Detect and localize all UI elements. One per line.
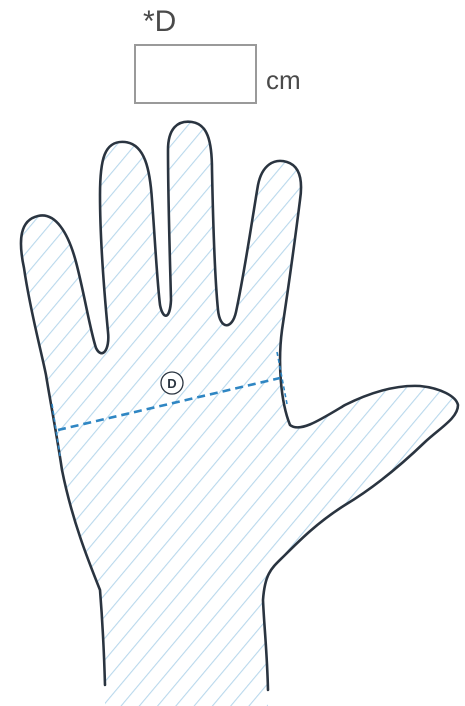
marker-label: D (167, 376, 176, 391)
hand-hatching (0, 100, 465, 706)
measurement-tick-left (52, 404, 60, 456)
measurement-label: *D (143, 4, 176, 40)
measurement-tick-right (277, 352, 287, 404)
measurement-input[interactable] (134, 44, 257, 104)
hand-outline (21, 122, 458, 690)
unit-label: cm (266, 64, 301, 96)
measurement-marker: D (161, 372, 183, 394)
